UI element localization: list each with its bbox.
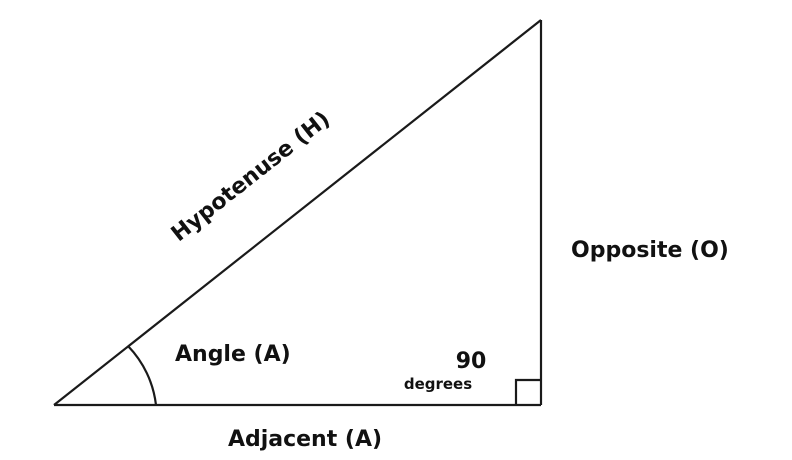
right-angle-marker	[514, 378, 541, 405]
adjacent-label: Adjacent (A)	[228, 427, 382, 452]
hypotenuse-side	[53, 19, 542, 406]
opposite-label: Opposite (O)	[571, 238, 729, 263]
right-angle-value: 90	[456, 349, 487, 374]
angle-arc	[127, 345, 158, 406]
angle-label: Angle (A)	[175, 342, 291, 367]
hypotenuse-label: Hypotenuse (H)	[167, 107, 335, 247]
right-angle-unit: degrees	[404, 375, 472, 393]
